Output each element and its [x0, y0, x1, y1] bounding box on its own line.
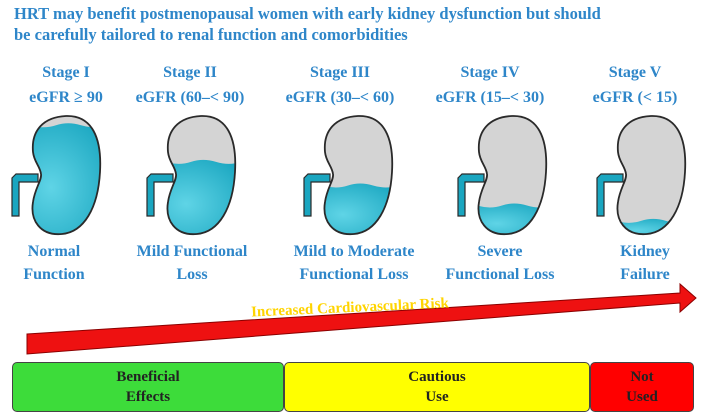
stage-3-egfr: eGFR (30–< 60) — [285, 89, 395, 106]
usage-beneficial-line-2: Effects — [125, 389, 171, 405]
title-line-1: HRT may benefit postmenopausal women wit… — [14, 4, 601, 23]
stage-2-name: Stage II — [163, 64, 217, 81]
kidney-fill-level — [617, 218, 686, 235]
kidney-fill-group — [167, 159, 236, 235]
usage-beneficial-line-1: Beneficial — [116, 369, 180, 385]
stage-1-function-line-1: Normal — [27, 243, 81, 260]
stage-1-header: Stage I eGFR ≥ 90 — [0, 60, 136, 110]
stage-1-function-line-2: Function — [23, 266, 85, 283]
kidney-fill-level — [32, 123, 101, 235]
stage-4-egfr: eGFR (15–< 30) — [435, 89, 545, 106]
stage-5-kidney-icon — [596, 115, 687, 235]
usage-not-used-line-2: Used — [626, 389, 658, 405]
kidney-outline — [323, 115, 394, 235]
stage-1-kidney-icon — [11, 115, 102, 235]
kidney-outline — [477, 115, 548, 235]
stage-1-egfr: eGFR ≥ 90 — [29, 89, 103, 106]
stage-1-function-label: Normal Function — [0, 240, 129, 286]
usage-not-used-line-1: Not — [630, 369, 654, 385]
kidney-empty-region — [478, 115, 547, 235]
usage-cautious-box: Cautious Use — [284, 362, 590, 412]
usage-cautious-line-2: Use — [425, 389, 449, 405]
stage-4-kidney-icon — [457, 115, 548, 235]
ureter-shape — [457, 173, 485, 217]
stage-4-function-line-2: Functional Loss — [445, 266, 555, 283]
ureter-shape — [596, 173, 624, 217]
stage-3-header: Stage III eGFR (30–< 60) — [270, 60, 410, 110]
kidney-fill-level — [167, 159, 236, 235]
stage-2-function-label: Mild Functional Loss — [117, 240, 267, 286]
kidney-fill-group — [617, 218, 686, 235]
stage-2-function-line-2: Loss — [176, 266, 208, 283]
ureter-shape — [11, 173, 39, 217]
kidney-outline — [166, 115, 237, 235]
stage-3-function-line-2: Functional Loss — [299, 266, 409, 283]
stage-4-function-label: Severe Functional Loss — [425, 240, 575, 286]
stage-3-name: Stage III — [309, 64, 370, 81]
stage-5-function-label: Kidney Failure — [570, 240, 706, 286]
stage-3-function-line-1: Mild to Moderate — [293, 243, 415, 260]
stage-1-name: Stage I — [42, 64, 90, 81]
stage-5-name: Stage V — [608, 64, 662, 81]
stage-2-header: Stage II eGFR (60–< 90) — [120, 60, 260, 110]
stage-3-function-label: Mild to Moderate Functional Loss — [279, 240, 429, 286]
kidney-outline — [31, 115, 102, 235]
kidney-empty-region — [617, 115, 686, 235]
usage-not-used-box: Not Used — [590, 362, 694, 412]
stage-2-kidney-icon — [146, 115, 237, 235]
stage-5-function-line-1: Kidney — [620, 243, 670, 260]
stage-5-function-line-2: Failure — [620, 266, 670, 283]
stage-2-function-line-1: Mild Functional — [136, 243, 248, 260]
stage-4-name: Stage IV — [460, 64, 520, 81]
stage-5-header: Stage V eGFR (< 15) — [565, 60, 705, 110]
ureter-shape — [303, 173, 331, 217]
kidney-fill-group — [32, 123, 101, 235]
usage-cautious-line-1: Cautious — [408, 369, 466, 385]
risk-arrow — [26, 282, 697, 355]
kidney-outline — [616, 115, 687, 235]
stage-4-header: Stage IV eGFR (15–< 30) — [420, 60, 560, 110]
ureter-shape — [146, 173, 174, 217]
stage-3-kidney-icon — [303, 115, 394, 235]
stage-5-egfr: eGFR (< 15) — [592, 89, 678, 106]
risk-arrow-shape — [26, 282, 697, 355]
title-line-2: be carefully tailored to renal function … — [14, 25, 408, 44]
stage-4-function-line-1: Severe — [477, 243, 523, 260]
diagram-title: HRT may benefit postmenopausal women wit… — [14, 3, 700, 45]
stage-2-egfr: eGFR (60–< 90) — [135, 89, 245, 106]
usage-beneficial-box: Beneficial Effects — [12, 362, 284, 412]
